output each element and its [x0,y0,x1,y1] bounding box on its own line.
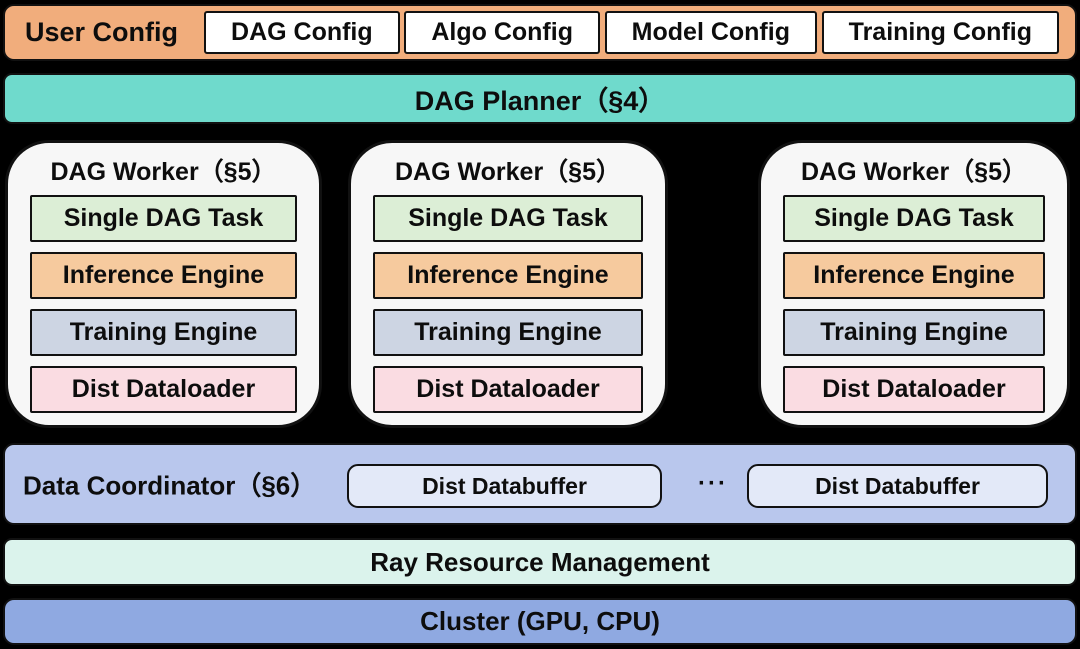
training-engine-box: Training Engine [30,309,297,356]
training-engine-box: Training Engine [783,309,1045,356]
single-dag-task-box: Single DAG Task [783,195,1045,242]
training-engine-box: Training Engine [373,309,643,356]
config-box-row: DAG Config Algo Config Model Config Trai… [204,11,1059,54]
dist-dataloader-box: Dist Dataloader [30,366,297,413]
ellipsis-dots: ··· [698,470,728,497]
training-config-box: Training Config [821,11,1059,54]
algo-config-box: Algo Config [404,11,600,54]
model-config-box: Model Config [604,11,817,54]
dag-worker-1: DAG Worker（§5） Single DAG Task Inference… [5,140,322,428]
dist-databuffer-1: Dist Databuffer [347,464,662,508]
dist-dataloader-box: Dist Dataloader [783,366,1045,413]
single-dag-task-box: Single DAG Task [30,195,297,242]
dist-dataloader-box: Dist Dataloader [373,366,643,413]
dag-worker-3: DAG Worker（§5） Single DAG Task Inference… [758,140,1070,428]
inference-engine-box: Inference Engine [373,252,643,299]
single-dag-task-box: Single DAG Task [373,195,643,242]
inference-engine-box: Inference Engine [30,252,297,299]
dag-worker-title: DAG Worker（§5） [395,158,621,186]
dag-worker-2: DAG Worker（§5） Single DAG Task Inference… [348,140,668,428]
dag-worker-title: DAG Worker（§5） [801,158,1027,186]
dag-config-box: DAG Config [204,11,400,54]
dag-planner-bar: DAG Planner（§4） [3,73,1077,124]
user-config-label: User Config [25,17,179,47]
user-config-bar: User Config DAG Config Algo Config Model… [3,4,1077,61]
inference-engine-box: Inference Engine [783,252,1045,299]
cluster-bar: Cluster (GPU, CPU) [3,598,1077,645]
data-coordinator-label: Data Coordinator（§6） [23,470,317,501]
data-coordinator-bar: Data Coordinator（§6） Dist Databuffer ···… [3,443,1077,525]
ray-resource-management-bar: Ray Resource Management [3,538,1077,586]
dist-databuffer-2: Dist Databuffer [747,464,1048,508]
dag-worker-title: DAG Worker（§5） [50,158,277,186]
